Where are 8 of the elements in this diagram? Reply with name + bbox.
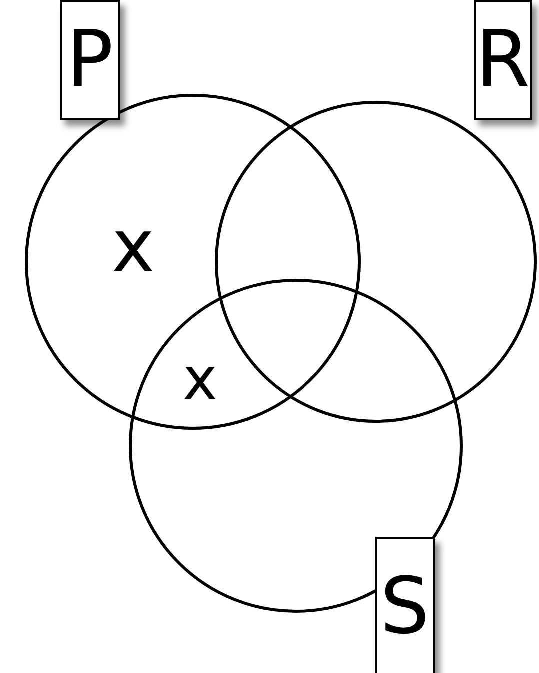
set-name: R (476, 21, 530, 99)
set-label-box (474, 0, 532, 120)
set-label-box (375, 537, 435, 673)
set-name: P (66, 21, 114, 99)
region-mark: x (112, 210, 155, 282)
set-label-box (60, 0, 120, 120)
set-name: S (380, 568, 430, 646)
region-mark: x (183, 350, 218, 408)
